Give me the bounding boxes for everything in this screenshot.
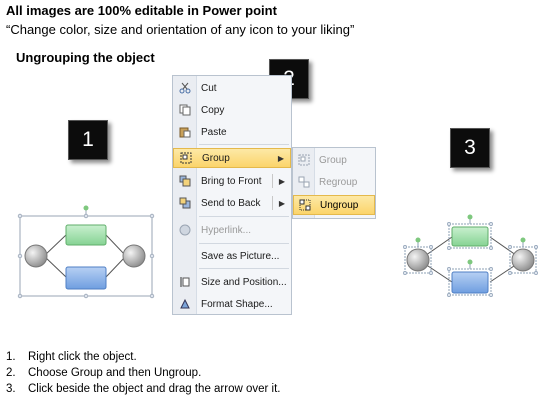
send-to-back-icon bbox=[173, 197, 197, 209]
section-title: Ungrouping the object bbox=[16, 50, 155, 65]
menu-gutter bbox=[173, 76, 197, 314]
submenu-item-label: Ungroup bbox=[320, 199, 359, 211]
submenu-item-label: Group bbox=[319, 154, 347, 166]
menu-item-copy[interactable]: Copy bbox=[173, 100, 291, 120]
menu-item-label: Save as Picture... bbox=[201, 250, 280, 262]
menu-item-label: Cut bbox=[201, 82, 217, 94]
submenu-item-ungroup[interactable]: Ungroup bbox=[293, 195, 375, 215]
menu-item-label: Size and Position... bbox=[201, 276, 287, 288]
blue-box bbox=[65, 266, 107, 290]
menu-item-save-as-picture[interactable]: Save as Picture... bbox=[173, 246, 291, 266]
menu-separator bbox=[199, 144, 289, 145]
submenu-arrow-icon: ▶ bbox=[278, 176, 285, 186]
right-circle bbox=[122, 244, 146, 268]
rotate-handle bbox=[83, 205, 89, 211]
menu-item-size-and-position[interactable]: Size and Position... bbox=[173, 272, 291, 292]
submenu-arrow-icon: ▶ bbox=[277, 153, 284, 163]
left-circle bbox=[24, 244, 48, 268]
menu-item-label: Copy bbox=[201, 104, 225, 116]
instruction-item: 2. Choose Group and then Ungroup. bbox=[6, 365, 281, 381]
menu-item-label: Format Shape... bbox=[201, 298, 273, 310]
menu-item-label: Bring to Front bbox=[201, 175, 262, 187]
hyperlink-icon bbox=[173, 224, 197, 236]
instruction-text: Choose Group and then Ungroup. bbox=[28, 367, 202, 379]
instruction-number: 2. bbox=[6, 367, 16, 379]
step-1-badge: 1 bbox=[68, 120, 108, 160]
left-circle bbox=[406, 248, 430, 272]
instruction-item: 3. Click beside the object and drag the … bbox=[6, 381, 281, 397]
size-position-icon bbox=[173, 276, 197, 288]
menu-item-cut[interactable]: Cut bbox=[173, 78, 291, 98]
scissors-icon bbox=[173, 82, 197, 94]
format-shape-icon bbox=[173, 298, 197, 310]
grouped-object-diagram[interactable] bbox=[14, 205, 164, 300]
header-title: All images are 100% editable in Power po… bbox=[6, 3, 277, 18]
menu-item-hyperlink[interactable]: Hyperlink... bbox=[173, 220, 291, 240]
group-submenu: Group Regroup Ungroup bbox=[292, 147, 376, 219]
menu-item-label: Send to Back bbox=[201, 197, 261, 209]
menu-item-label: Paste bbox=[201, 126, 227, 138]
instruction-text: Right click the object. bbox=[28, 351, 137, 363]
menu-separator bbox=[199, 243, 289, 244]
instructions-list: 1. Right click the object. 2. Choose Gro… bbox=[6, 349, 281, 397]
menu-item-send-to-back[interactable]: Send to Back ▶ bbox=[173, 193, 291, 213]
green-box bbox=[451, 226, 489, 247]
menu-separator bbox=[199, 216, 289, 217]
menu-item-label: Hyperlink... bbox=[201, 224, 252, 236]
step-3-badge: 3 bbox=[450, 128, 490, 168]
ungroup-icon bbox=[294, 199, 316, 211]
regroup-icon bbox=[293, 176, 315, 188]
menu-item-paste[interactable]: Paste bbox=[173, 122, 291, 142]
submenu-item-label: Regroup bbox=[319, 176, 358, 188]
submenu-item-regroup[interactable]: Regroup bbox=[293, 172, 375, 192]
group-icon bbox=[293, 154, 315, 166]
submenu-arrow-icon: ▶ bbox=[278, 198, 285, 208]
instruction-number: 1. bbox=[6, 351, 16, 363]
instruction-item: 1. Right click the object. bbox=[6, 349, 281, 365]
instruction-number: 3. bbox=[6, 383, 16, 395]
menu-item-bring-to-front[interactable]: Bring to Front ▶ bbox=[173, 171, 291, 191]
menu-item-group[interactable]: Group ▶ bbox=[173, 148, 291, 168]
instruction-text: Click beside the object and drag the arr… bbox=[28, 383, 281, 395]
split-divider bbox=[272, 196, 273, 210]
group-icon bbox=[174, 152, 198, 164]
context-menu: Cut Copy Paste Group ▶ Bring to Front ▶ … bbox=[172, 75, 292, 315]
header-subtitle: “Change color, size and orientation of a… bbox=[6, 22, 355, 37]
split-divider bbox=[272, 174, 273, 188]
ungrouped-object-diagram[interactable] bbox=[395, 210, 545, 305]
bring-to-front-icon bbox=[173, 175, 197, 187]
copy-icon bbox=[173, 104, 197, 116]
right-circle bbox=[511, 248, 535, 272]
green-box bbox=[65, 224, 107, 246]
submenu-item-group[interactable]: Group bbox=[293, 150, 375, 170]
menu-item-label: Group bbox=[202, 152, 230, 164]
menu-item-format-shape[interactable]: Format Shape... bbox=[173, 294, 291, 314]
paste-icon bbox=[173, 126, 197, 138]
menu-separator bbox=[199, 268, 289, 269]
blue-box bbox=[451, 271, 489, 294]
